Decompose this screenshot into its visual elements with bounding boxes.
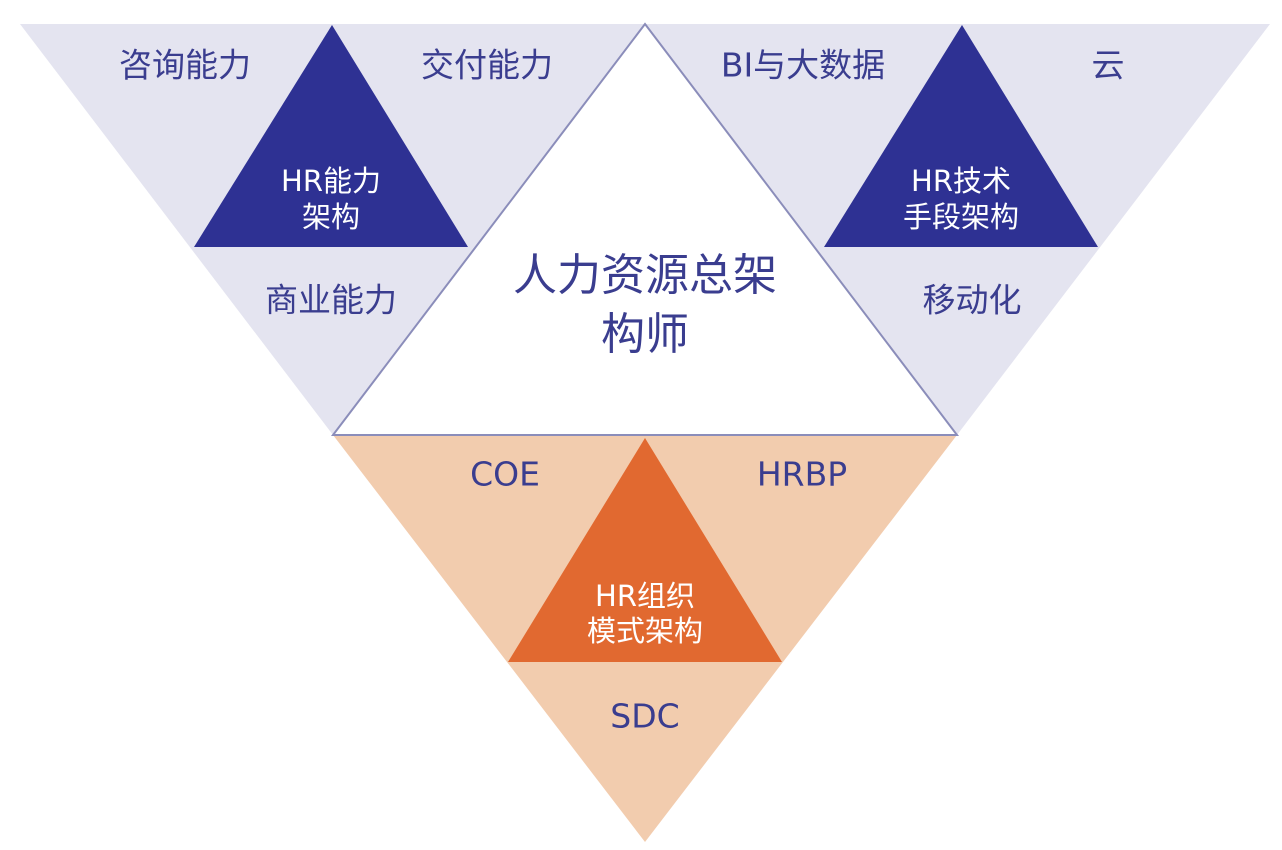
center-architect-triangle — [330, 22, 960, 436]
cloud-label: 云 — [1092, 46, 1125, 85]
hr-capability-label-line2: 架构 — [302, 200, 360, 234]
hr-capability-architecture-triangle — [194, 25, 468, 247]
hr-technology-label-line1: HR技术 — [911, 164, 1011, 198]
hr-technology-label-line2: 手段架构 — [903, 200, 1019, 234]
bi-big-data-label: BI与大数据 — [721, 46, 885, 85]
delivery-capability-label: 交付能力 — [421, 46, 553, 85]
hrbp-label: HRBP — [757, 455, 847, 494]
coe-label: COE — [470, 455, 540, 494]
business-capability-label: 商业能力 — [265, 281, 397, 320]
hr-chief-architect-label-line2: 构师 — [601, 309, 689, 360]
hr-organization-model-triangle — [508, 438, 782, 662]
hr-organization-label-line1: HR组织 — [595, 579, 695, 613]
hr-technology-architecture-triangle — [824, 25, 1098, 247]
sdc-label: SDC — [610, 697, 679, 736]
hr-organization-label-line2: 模式架构 — [587, 614, 703, 648]
mobile-label: 移动化 — [923, 281, 1022, 320]
consulting-capability-label: 咨询能力 — [119, 46, 251, 85]
hr-chief-architect-label-line1: 人力资源总架 — [513, 250, 777, 301]
hr-capability-label-line1: HR能力 — [281, 164, 381, 198]
